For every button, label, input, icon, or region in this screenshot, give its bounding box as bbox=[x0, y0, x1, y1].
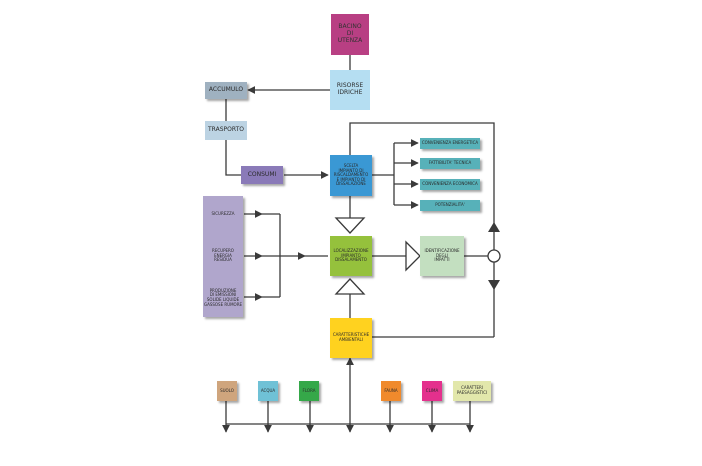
caratteristiche-ambientali-box: CARATTERISTICHE AMBIENTALI bbox=[330, 318, 372, 358]
env-flora-label: FLORA bbox=[302, 387, 316, 393]
bacino-line-2: DI bbox=[346, 30, 354, 38]
open-triangle-right bbox=[405, 240, 421, 272]
loop-junction bbox=[487, 249, 501, 263]
caratteristiche-line-2: AMBIENTALI bbox=[339, 337, 363, 342]
localizzazione-line-3: DISSALAMENTO bbox=[335, 257, 367, 263]
env-flora: FLORA bbox=[299, 381, 319, 401]
consumi-box: CONSUMI bbox=[241, 166, 283, 184]
env-acqua-label: ACQUA bbox=[260, 387, 276, 393]
scelta-line-4: E IMPIANTO DI bbox=[336, 176, 366, 182]
factor-produzione-line-4: GASSOSE RUMORE bbox=[203, 301, 242, 307]
factor-produzione-line-3: SOLIDE LIQUIDE bbox=[206, 297, 240, 302]
risorse-line-2: IDRICHE bbox=[337, 89, 363, 96]
criterion-label: CONVENIENZA ECONOMICA bbox=[422, 181, 478, 187]
open-triangle-up bbox=[334, 278, 366, 295]
localizzazione-line-1: LOCALIZZAZIONE bbox=[333, 248, 369, 254]
env-suolo: SUOLO bbox=[217, 381, 237, 401]
env-caratteri-paesaggistici: CARATTERI PAESAGGISTICI bbox=[453, 381, 491, 401]
factors-panel: SICUREZZA RECUPERO ENERGIA RESIDUA PRODU… bbox=[203, 196, 243, 317]
factor-sicurezza-label: SICUREZZA bbox=[211, 210, 235, 216]
identificazione-line-3: IMPATTI bbox=[434, 257, 450, 263]
risorse-idriche-box: RISORSE IDRICHE bbox=[330, 70, 370, 110]
factor-recupero-line-1: RECUPERO bbox=[212, 248, 234, 254]
factor-produzione: PRODUZIONE DI EMISSIONI SOLIDE LIQUIDE G… bbox=[203, 284, 243, 312]
criterion-convenienza-economica: CONVENIENZA ECONOMICA bbox=[420, 179, 480, 190]
scelta-impianto-box: SCELTA IMPIANTO DI RISCALDAMENTO E IMPIA… bbox=[330, 155, 372, 196]
env-fauna: FAUNA bbox=[381, 381, 401, 401]
criterion-convenienza-energetica: CONVENIENZA ENERGETICA bbox=[420, 138, 480, 149]
scelta-line-5: DISSALAZIONE bbox=[336, 181, 366, 187]
env-paesaggistici-line-1: CARATTERI bbox=[461, 385, 483, 391]
identificazione-line-1: IDENTIFICAZIONE bbox=[424, 248, 460, 254]
caratteristiche-line-1: CARATTERISTICHE bbox=[332, 332, 370, 338]
criterion-fattibilita-tecnica: FATTIBILITA' TECNICA bbox=[420, 158, 480, 169]
criterion-label: FATTIBILITA' TECNICA bbox=[428, 160, 472, 166]
open-arrowheads bbox=[334, 217, 421, 295]
factor-recupero: RECUPERO ENERGIA RESIDUA bbox=[203, 245, 243, 267]
accumulo-label: ACCUMULO bbox=[208, 86, 244, 94]
criterion-potenzialita: POTENZIALITA' bbox=[420, 200, 480, 211]
loop-arrow-up bbox=[488, 222, 500, 232]
factor-recupero-line-2: ENERGIA bbox=[214, 252, 232, 258]
trasporto-box: TRASPORTO bbox=[205, 121, 247, 140]
bacino-line-3: UTENZA bbox=[337, 36, 363, 44]
open-triangle-down bbox=[334, 217, 366, 234]
env-clima: CLIMA bbox=[422, 381, 442, 401]
criterion-label: CONVENIENZA ENERGETICA bbox=[421, 140, 479, 146]
env-clima-label: CLIMA bbox=[425, 387, 439, 393]
scelta-line-3: RISCALDAMENTO bbox=[333, 172, 369, 178]
identificazione-line-2: DEGLI bbox=[435, 252, 449, 258]
loop-arrow-down bbox=[488, 280, 500, 290]
accumulo-box: ACCUMULO bbox=[205, 82, 247, 99]
criterion-label: POTENZIALITA' bbox=[435, 202, 465, 208]
factor-sicurezza: SICUREZZA bbox=[203, 208, 243, 220]
env-paesaggistici-line-2: PAESAGGISTICI bbox=[456, 390, 488, 395]
consumi-label: CONSUMI bbox=[247, 170, 277, 178]
env-acqua: ACQUA bbox=[258, 381, 278, 401]
bacino-line-1: BACINO bbox=[338, 23, 362, 31]
identificazione-impatti-box: IDENTIFICAZIONE DEGLI IMPATTI bbox=[420, 236, 464, 276]
trasporto-label: TRASPORTO bbox=[208, 126, 244, 134]
localizzazione-box: LOCALIZZAZIONE IMPIANTO DISSALAMENTO bbox=[330, 236, 372, 276]
localizzazione-line-2: IMPIANTO bbox=[341, 252, 361, 258]
scelta-line-1: SCELTA bbox=[343, 163, 359, 169]
bacino-di-utenza-box: BACINO DI UTENZA bbox=[331, 14, 369, 55]
factor-produzione-line-2: DI EMISSIONI bbox=[209, 292, 237, 298]
scelta-line-2: IMPIANTO DI bbox=[338, 167, 364, 173]
env-suolo-label: SUOLO bbox=[220, 387, 234, 393]
connectors bbox=[222, 55, 495, 433]
env-fauna-label: FAUNA bbox=[384, 387, 398, 393]
factor-recupero-line-3: RESIDUA bbox=[214, 257, 232, 263]
risorse-line-1: RISORSE bbox=[336, 82, 364, 90]
factor-produzione-line-1: PRODUZIONE bbox=[209, 287, 237, 293]
